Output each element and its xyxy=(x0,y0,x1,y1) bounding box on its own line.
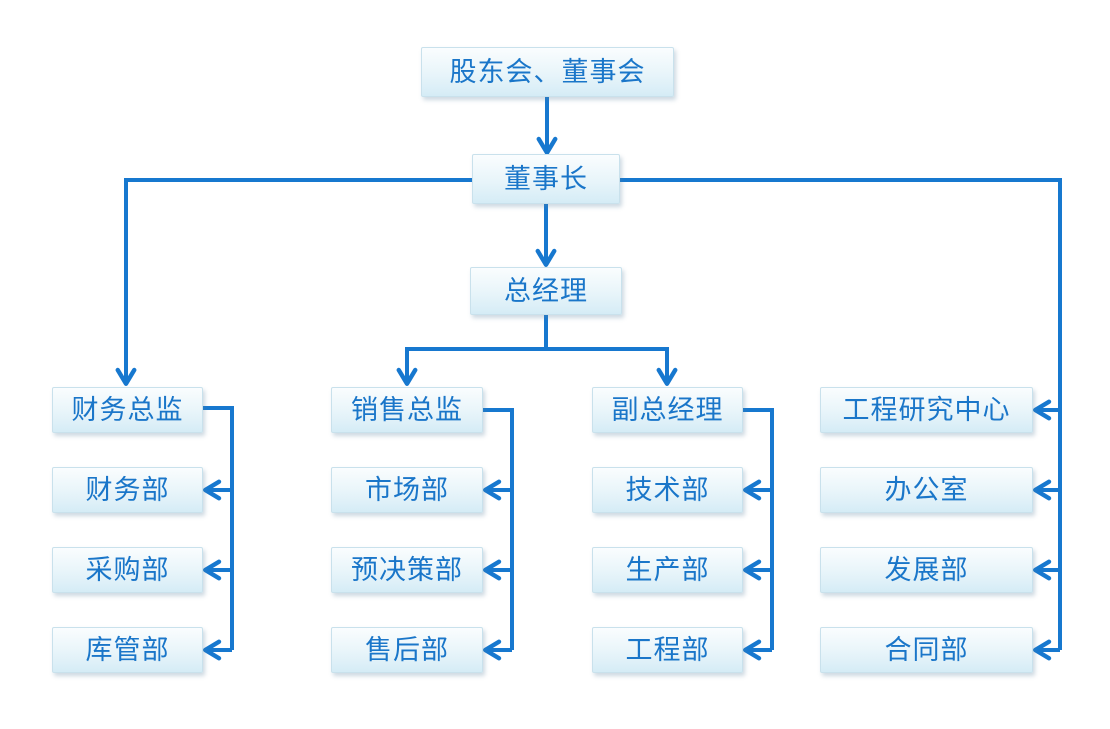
node-after-sales-dept: 售后部 xyxy=(331,627,483,673)
node-marketing-dept: 市场部 xyxy=(331,467,483,513)
edge-col2-spine xyxy=(483,408,514,650)
node-engineering-dept: 工程部 xyxy=(592,627,743,673)
node-purchasing-dept: 采购部 xyxy=(52,547,203,593)
node-development-dept-label: 发展部 xyxy=(884,554,969,586)
node-engineering-dept-label: 工程部 xyxy=(625,634,710,666)
node-technical-dept: 技术部 xyxy=(592,467,743,513)
node-deputy-gm-label: 副总经理 xyxy=(611,394,724,426)
node-sales-director: 销售总监 xyxy=(331,387,483,433)
node-contract-dept-label: 合同部 xyxy=(884,634,969,666)
node-office: 办公室 xyxy=(820,467,1033,513)
node-production-dept: 生产部 xyxy=(592,547,743,593)
node-production-dept-label: 生产部 xyxy=(625,554,710,586)
node-warehouse-dept: 库管部 xyxy=(52,627,203,673)
node-general-manager-label: 总经理 xyxy=(504,275,588,307)
connector-group xyxy=(115,97,1062,661)
node-marketing-dept-label: 市场部 xyxy=(365,474,449,506)
node-development-dept: 发展部 xyxy=(820,547,1033,593)
edge-col1-spine xyxy=(203,406,234,650)
node-pre-decision-dept-label: 预决策部 xyxy=(351,554,463,586)
node-purchasing-dept-label: 采购部 xyxy=(85,554,170,586)
node-board-label: 股东会、董事会 xyxy=(449,56,646,88)
node-office-label: 办公室 xyxy=(884,474,969,506)
node-finance-director: 财务总监 xyxy=(52,387,203,433)
node-sales-director-label: 销售总监 xyxy=(351,394,463,426)
node-pre-decision-dept: 预决策部 xyxy=(331,547,483,593)
node-contract-dept: 合同部 xyxy=(820,627,1033,673)
node-general-manager: 总经理 xyxy=(470,267,622,315)
node-chairman-label: 董事长 xyxy=(504,163,588,195)
node-engineering-research-center: 工程研究中心 xyxy=(820,387,1033,433)
node-board: 股东会、董事会 xyxy=(421,47,674,97)
node-finance-dept: 财务部 xyxy=(52,467,203,513)
node-engineering-research-center-label: 工程研究中心 xyxy=(842,394,1011,426)
edge-col3-spine xyxy=(743,408,774,650)
node-warehouse-dept-label: 库管部 xyxy=(85,634,170,666)
node-finance-dept-label: 财务部 xyxy=(85,474,170,506)
node-deputy-gm: 副总经理 xyxy=(592,387,743,433)
node-technical-dept-label: 技术部 xyxy=(625,474,710,506)
node-finance-director-label: 财务总监 xyxy=(71,394,184,426)
node-after-sales-dept-label: 售后部 xyxy=(365,634,449,666)
node-chairman: 董事长 xyxy=(472,154,620,204)
